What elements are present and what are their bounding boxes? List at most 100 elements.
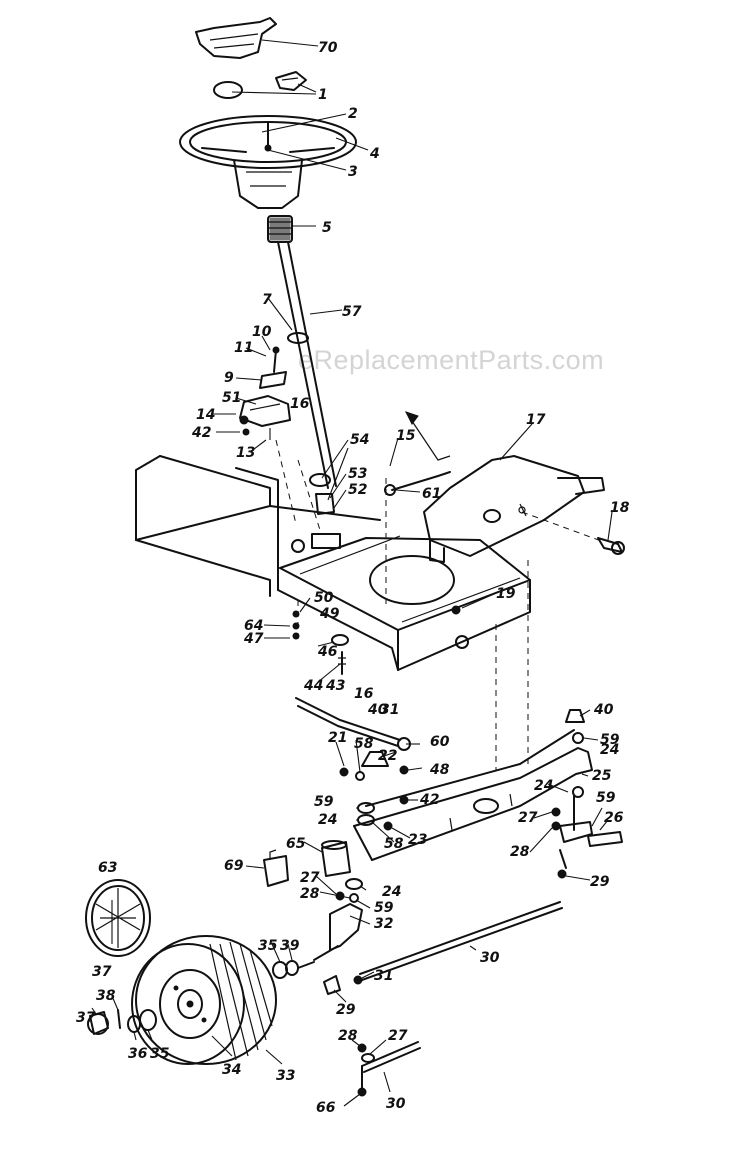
callout: 25 [592, 768, 612, 784]
steering-shaft [277, 241, 337, 515]
part-5-bushing [267, 215, 293, 243]
part-30-tie-rod [353, 901, 563, 985]
callout: 35 [150, 1046, 170, 1062]
axle-washers [272, 960, 315, 979]
callout: 49 [319, 606, 340, 622]
callout: 11 [234, 340, 253, 356]
callout: 46 [317, 644, 338, 660]
callout: 3 [348, 164, 358, 180]
part-33-tire [131, 935, 277, 1065]
callout: 31 [380, 702, 399, 718]
callout: 31 [374, 968, 393, 984]
callout: 28 [338, 1028, 358, 1044]
callout: 50 [314, 590, 334, 606]
callout: 2 [348, 106, 358, 122]
callout: 24 [534, 778, 553, 794]
part-1-emblems [213, 71, 307, 99]
spindle-hardware-left [339, 751, 409, 831]
callout: 63 [98, 860, 117, 876]
callout: 66 [316, 1100, 336, 1116]
callout: 70 [318, 40, 338, 56]
callout: 65 [286, 836, 306, 852]
callout: 37 [92, 964, 112, 980]
part-34-wheel-rim [159, 969, 221, 1039]
part-bracket-assembly [239, 346, 291, 440]
callout: 38 [96, 988, 116, 1004]
callout: 29 [590, 874, 610, 890]
callout: 10 [252, 324, 272, 340]
callout: 18 [610, 500, 630, 516]
callout: 5 [322, 220, 332, 236]
part-26-right-spindle [557, 821, 623, 879]
callout: 27 [518, 810, 538, 826]
callout: 13 [236, 445, 255, 461]
small-hardware [292, 610, 349, 675]
callout: 28 [510, 844, 530, 860]
callout: 22 [378, 748, 397, 764]
callout: 27 [388, 1028, 408, 1044]
callout: 60 [430, 734, 450, 750]
part-4-steering-wheel [179, 115, 357, 209]
part-19-nut [451, 605, 461, 615]
cable-and-arrow [384, 411, 451, 496]
callout: 61 [422, 486, 441, 502]
callout: 14 [196, 407, 215, 423]
callout: 15 [396, 428, 416, 444]
callout: 33 [276, 1068, 295, 1084]
callout: 1 [318, 87, 328, 103]
leader-lines [91, 39, 613, 1107]
callout: 4 [369, 146, 380, 162]
callout: 24 [318, 812, 337, 828]
callout: 47 [243, 631, 264, 647]
callout: 51 [222, 390, 241, 406]
callout: 54 [350, 432, 369, 448]
callout: 58 [354, 736, 374, 752]
callout: 28 [300, 886, 320, 902]
callout: 26 [604, 810, 624, 826]
callout: 35 [258, 938, 278, 954]
callout: 32 [374, 916, 393, 932]
part-65-spindle-sleeve [263, 840, 351, 887]
callout: 24 [382, 884, 401, 900]
callout: 40 [367, 702, 388, 718]
callout: 43 [325, 678, 345, 694]
callout: 59 [600, 732, 620, 748]
callout: 53 [348, 466, 367, 482]
callout: 64 [244, 618, 263, 634]
callout: 52 [348, 482, 367, 498]
callout: 16 [354, 686, 374, 702]
callout: 48 [429, 762, 450, 778]
tie-rod-end-hardware [357, 1041, 421, 1097]
part-18-bolt [521, 511, 625, 555]
part-63-hub-cap [85, 879, 151, 957]
callout: 19 [496, 586, 516, 602]
callout: 9 [224, 370, 234, 386]
callout: 36 [128, 1046, 148, 1062]
frame [135, 455, 531, 671]
callout: 30 [480, 950, 500, 966]
callout-labels: 70 1 2 4 3 5 7 57 10 11 9 51 16 14 42 13… [76, 40, 630, 1116]
callout: 17 [526, 412, 546, 428]
callout: 69 [224, 858, 244, 874]
callout: 42 [191, 425, 211, 441]
spindle-hardware-right [551, 709, 585, 831]
callout: 16 [290, 396, 310, 412]
part-32-left-spindle [313, 878, 363, 995]
callout: 29 [336, 1002, 356, 1018]
callout: 59 [314, 794, 334, 810]
callout: 57 [342, 304, 362, 320]
callout: 42 [419, 792, 439, 808]
callout: 59 [374, 900, 394, 916]
part-25-front-axle [353, 729, 593, 861]
callout: 39 [280, 938, 300, 954]
callout: 24 [600, 742, 619, 758]
callout: 59 [596, 790, 616, 806]
callout: 27 [300, 870, 320, 886]
callout: 34 [222, 1062, 241, 1078]
callout: 58 [384, 836, 404, 852]
watermark: eReplacementParts.com [298, 345, 604, 375]
callout: 44 [303, 678, 323, 694]
callout: 37 [76, 1010, 96, 1026]
callout: 21 [328, 730, 347, 746]
